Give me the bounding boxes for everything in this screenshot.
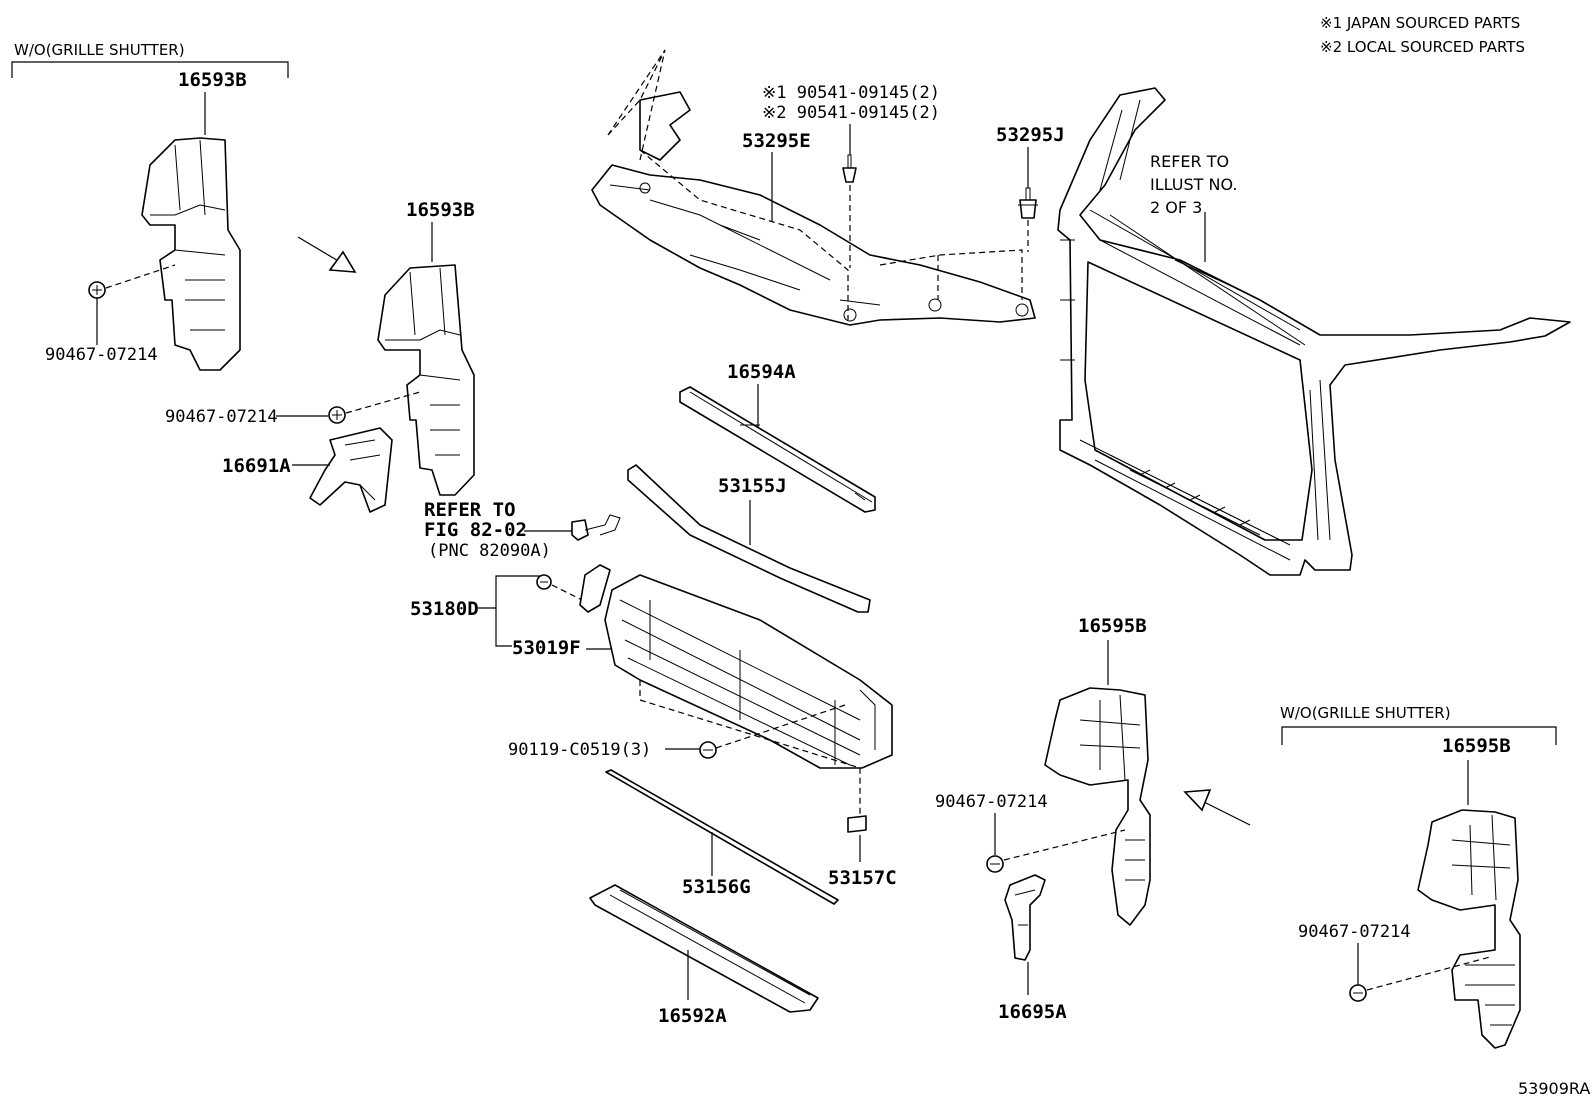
part-16695A[interactable]	[1004, 874, 1046, 961]
label-53156G[interactable]: 53156G	[682, 876, 751, 898]
label-90467-right-main[interactable]: 90467-07214	[935, 792, 1048, 812]
part-53295E[interactable]	[591, 91, 1036, 326]
dash-53295E-3	[639, 149, 849, 320]
dash-clip-right-main	[1003, 829, 1126, 861]
ref-fig-line1: REFER TO	[424, 499, 516, 521]
dash-clip-main	[345, 391, 421, 414]
diagram-code: 53909RA	[1518, 1079, 1590, 1098]
part-16595B-right-group[interactable]	[1417, 809, 1521, 1049]
label-16593B-left-group[interactable]: 16593B	[178, 69, 247, 91]
part-16592A[interactable]	[589, 884, 819, 1013]
group-bracket-right	[1281, 726, 1557, 745]
label-90119[interactable]: 90119-C0519(3)	[508, 740, 651, 760]
part-53156G[interactable]	[605, 769, 839, 905]
label-16691A[interactable]: 16691A	[222, 455, 291, 477]
label-90467-left-group[interactable]: 90467-07214	[45, 345, 158, 365]
dash-53295E-2	[639, 49, 666, 161]
label-53295E[interactable]: 53295E	[742, 130, 811, 152]
label-53295J[interactable]: 53295J	[996, 124, 1065, 146]
dash-53295E-upper	[607, 49, 666, 136]
bracket-53180D-53019F	[495, 575, 542, 647]
label-90467-main[interactable]: 90467-07214	[165, 407, 278, 427]
part-53155J[interactable]	[627, 464, 871, 613]
label-16593B-main[interactable]: 16593B	[406, 199, 475, 221]
dash-90119	[715, 704, 846, 749]
part-radiator-support[interactable]	[1057, 87, 1571, 576]
label-90541-japan[interactable]: ※1 90541-09145(2)	[762, 83, 940, 103]
dash-clip-left	[105, 264, 176, 289]
label-53155J[interactable]: 53155J	[718, 475, 787, 497]
label-16592A[interactable]: 16592A	[658, 1005, 727, 1027]
arrow-left-group	[297, 236, 357, 273]
dash-53295E-4	[879, 249, 1023, 300]
label-53180D[interactable]: 53180D	[410, 598, 479, 620]
label-16594A[interactable]: 16594A	[727, 361, 796, 383]
part-actuator-connector[interactable]	[571, 514, 621, 541]
label-16695A[interactable]: 16695A	[998, 1001, 1067, 1023]
ref-illust-line1: REFER TO	[1150, 152, 1229, 171]
legend-japan-sourced: ※1 JAPAN SOURCED PARTS	[1320, 14, 1520, 32]
ref-illust-line3: 2 OF 3	[1150, 198, 1202, 217]
part-actuator-bracket[interactable]	[579, 564, 611, 613]
group-label-right-wo-grille-shutter: W/O(GRILLE SHUTTER)	[1280, 704, 1451, 722]
clip-53295J[interactable]	[1018, 187, 1038, 219]
label-53157C[interactable]: 53157C	[828, 867, 897, 889]
part-16594A[interactable]	[679, 386, 876, 513]
ref-illust-line2: ILLUST NO.	[1150, 175, 1237, 194]
dash-53019F	[639, 680, 861, 820]
part-53157C[interactable]	[847, 815, 867, 833]
clip-90541[interactable]	[842, 154, 857, 183]
clip-90467-right-main[interactable]	[986, 855, 1004, 873]
part-16593B-left-group[interactable]	[141, 137, 241, 371]
clip-90467-left-group[interactable]	[88, 281, 106, 299]
ref-fig-line2: FIG 82-02	[424, 519, 527, 541]
dash-53180D	[551, 584, 583, 601]
label-53019F[interactable]: 53019F	[512, 637, 581, 659]
label-90541-local[interactable]: ※2 90541-09145(2)	[762, 103, 940, 123]
part-53019F-grille-shutter[interactable]	[604, 574, 893, 769]
part-16691A[interactable]	[309, 427, 393, 513]
label-90467-right-group[interactable]: 90467-07214	[1298, 922, 1411, 942]
part-16593B-main[interactable]	[377, 264, 475, 496]
ref-fig-line3: (PNC 82090A)	[428, 541, 551, 561]
group-bracket-left	[11, 61, 289, 78]
clip-90467-right-group[interactable]	[1349, 984, 1367, 1002]
clip-90467-main[interactable]	[328, 406, 346, 424]
group-label-left-wo-grille-shutter: W/O(GRILLE SHUTTER)	[14, 41, 185, 59]
label-16595B-right-group[interactable]: 16595B	[1442, 735, 1511, 757]
label-16595B-main[interactable]: 16595B	[1078, 615, 1147, 637]
part-16595B-main[interactable]	[1044, 687, 1151, 926]
dash-clip-right-group	[1366, 956, 1491, 991]
legend-local-sourced: ※2 LOCAL SOURCED PARTS	[1320, 38, 1525, 56]
arrow-right-group	[1183, 789, 1251, 826]
clip-53180D[interactable]	[536, 574, 552, 590]
screw-90119[interactable]	[699, 741, 717, 759]
